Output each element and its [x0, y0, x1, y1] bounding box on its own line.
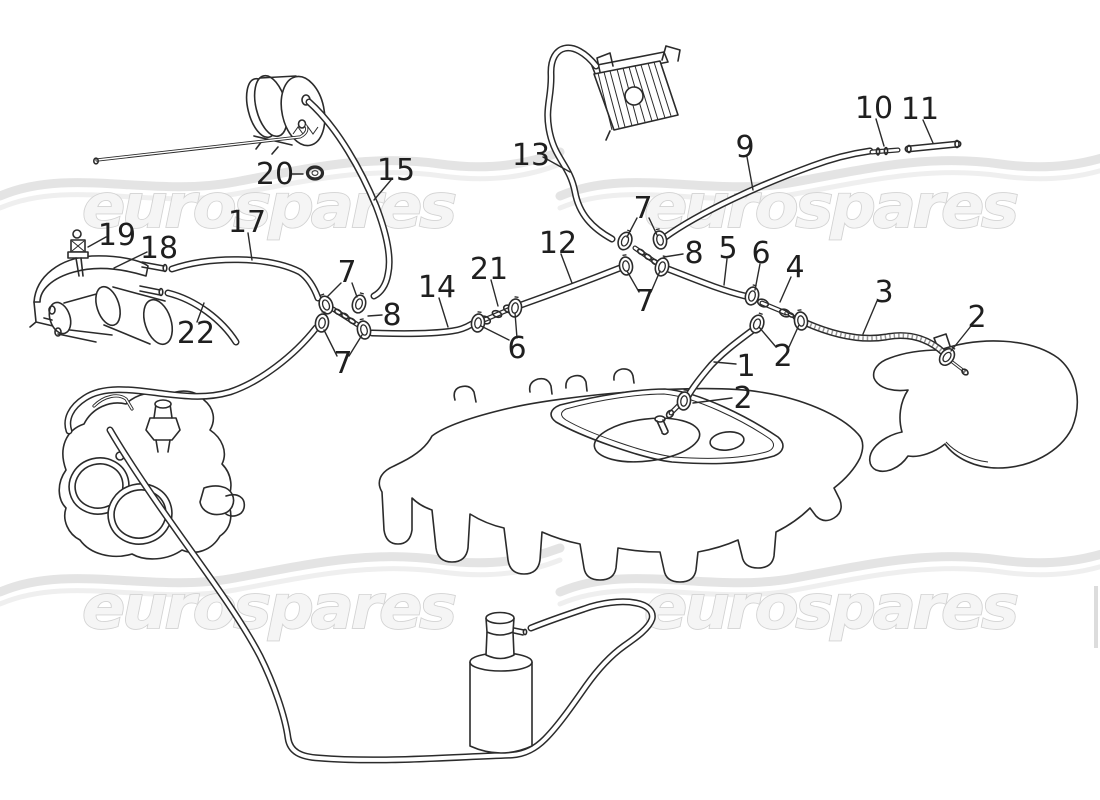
part-label-21: 21 — [470, 252, 508, 287]
vent-pipe-and-grommet-drawing — [93, 124, 325, 181]
part-label-2-valve: 2 — [773, 339, 792, 374]
watermark-text: eurospares — [82, 572, 456, 643]
part-label-12: 12 — [539, 226, 577, 261]
part-label-7-left-top: 7 — [337, 255, 356, 290]
part-label-8-right: 8 — [684, 236, 703, 271]
part-label-15: 15 — [377, 153, 415, 188]
part-label-18: 18 — [140, 231, 178, 266]
part-label-7-left-bottom: 7 — [333, 346, 352, 381]
intake-manifold-drawing — [378, 368, 864, 583]
pressure-regulator-drawing — [245, 74, 326, 155]
part-label-5: 5 — [718, 231, 737, 266]
part-label-10: 10 — [855, 91, 893, 126]
watermark-text: eurospares — [82, 171, 456, 242]
vapor-canister-drawing — [469, 611, 533, 754]
part-label-2-manifold: 2 — [733, 381, 752, 416]
part-label-13: 13 — [512, 138, 550, 173]
part-label-6-right: 6 — [751, 236, 770, 271]
part-label-14: 14 — [418, 270, 456, 305]
air-pump-assembly-drawing — [29, 229, 174, 346]
engine-block-drawing — [868, 333, 1078, 472]
watermark-layer: eurospares eurospares eurospares eurospa… — [0, 152, 1100, 648]
part-label-22: 22 — [177, 316, 215, 351]
part-label-6-left: 6 — [507, 331, 526, 366]
hose-lines-drawing — [64, 44, 962, 435]
part-label-17: 17 — [228, 205, 266, 240]
scan-artifact — [1094, 586, 1098, 648]
fittings-and-clamps-drawing — [313, 146, 969, 419]
part-label-2-engine: 2 — [967, 300, 986, 335]
control-module-heatsink-drawing — [591, 45, 681, 141]
part-label-4: 4 — [785, 250, 804, 285]
watermark-text: eurospares — [644, 572, 1018, 643]
part-label-8-left: 8 — [382, 298, 401, 333]
part-label-11: 11 — [901, 92, 939, 127]
part-label-20: 20 — [256, 157, 294, 192]
part-labels: 20 15 13 9 10 11 19 18 17 22 7 8 7 14 21… — [98, 91, 987, 416]
part-label-7-right-bottom: 7 — [635, 284, 654, 319]
part-label-3: 3 — [874, 275, 893, 310]
part-label-7-right-top: 7 — [633, 191, 652, 226]
part-label-9: 9 — [735, 130, 754, 165]
part-label-19: 19 — [98, 218, 136, 253]
canister-hose-drawing — [106, 426, 656, 764]
part-label-1: 1 — [736, 349, 755, 384]
throttle-body-drawing — [58, 390, 246, 560]
watermark-text: eurospares — [644, 171, 1018, 242]
leader-lines — [87, 118, 972, 404]
